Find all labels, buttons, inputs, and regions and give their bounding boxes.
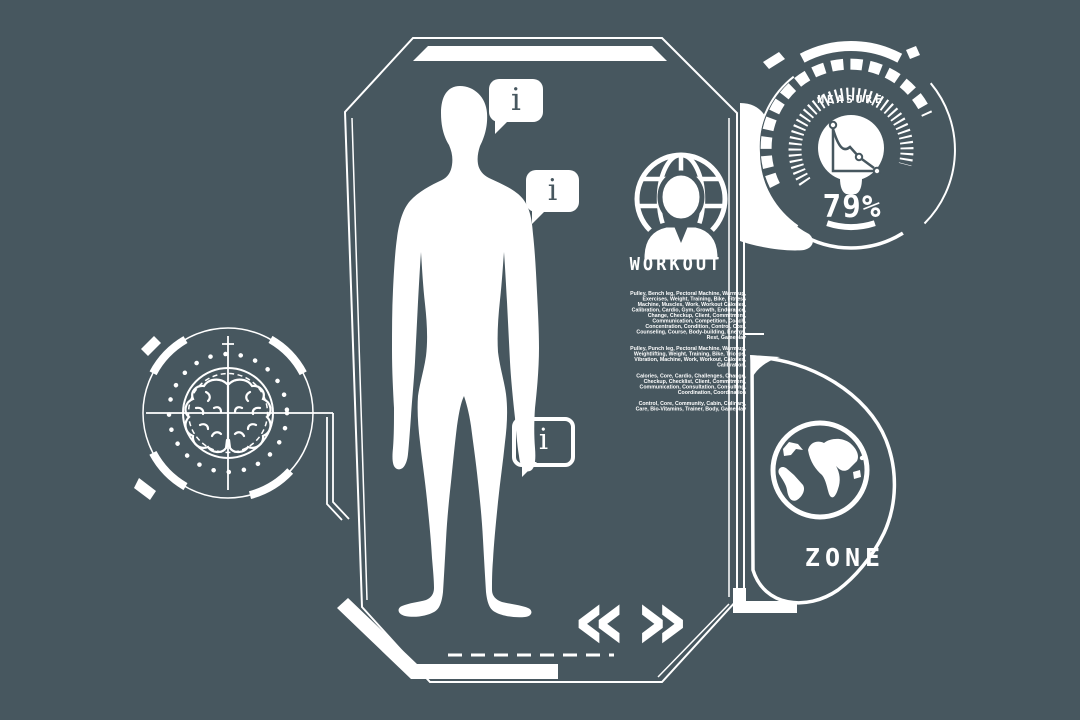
workout-title: WORKOUT (629, 254, 723, 276)
workout-person-bust (639, 222, 723, 265)
workout-paragraph-1: Pulley, Bench leg, Pectoral Machine, War… (630, 290, 746, 341)
brain-module[interactable] (134, 327, 350, 521)
panel-outline (343, 37, 738, 683)
info-marker-3-label: i (538, 422, 549, 456)
workout-description: Pulley, Bench leg, Pectoral Machine, War… (628, 291, 746, 418)
brain-left-tab-bottom (134, 478, 156, 500)
gauge-segment-ring (760, 58, 933, 188)
zone-label: ZONE (804, 543, 886, 572)
zone-bottom-bracket (733, 588, 797, 613)
panel-inner-bottom-right-line (657, 603, 730, 678)
brain-ring-tab-sw (149, 450, 188, 491)
gauge-tab-right (906, 46, 920, 59)
brain-connector-line (326, 413, 350, 521)
zone-panel[interactable] (733, 355, 897, 613)
main-panel-frame (337, 37, 764, 683)
workout-paragraph-4: Control, Core, Community, Cabin, Culinar… (635, 400, 746, 412)
brain-ring-tab-se (248, 468, 294, 499)
gauge-bottom-outer-arc (798, 231, 904, 250)
info-marker-2[interactable]: i (526, 170, 579, 224)
brain-left-tab-top (141, 336, 161, 356)
zone-corner-wedge (750, 355, 780, 378)
bulb-chart-icon (818, 115, 884, 194)
gauge-left-thin-arc (757, 75, 799, 228)
brain-ring-tab-ne (268, 335, 307, 376)
zone-leaf-outline (750, 355, 897, 605)
panel-bottom-band (337, 598, 558, 679)
body-silhouette[interactable] (392, 86, 539, 618)
next-button[interactable]: » (634, 570, 690, 670)
brain-ring-tab-nw (149, 336, 188, 376)
workout-person-head (657, 170, 705, 224)
brain-icon (184, 378, 272, 454)
workout-paragraph-3: Calories, Core, Cardio, Challenges, Chan… (636, 373, 746, 396)
earth-icon (770, 420, 870, 520)
gauge-tab-left (763, 52, 785, 69)
gauge-top-cap-arc (799, 41, 903, 63)
panel-inner-left-line (351, 117, 368, 601)
panel-top-bar (413, 46, 667, 61)
info-marker-2-label: i (547, 173, 558, 208)
measure-gauge[interactable] (740, 41, 956, 251)
previous-button[interactable]: « (572, 570, 628, 670)
gauge-bottom-inner-arc (826, 220, 876, 230)
measure-label: MEASURE (817, 93, 885, 106)
workout-person-globe-icon[interactable] (634, 152, 728, 265)
workout-person-collar (674, 226, 688, 243)
workout-paragraph-2: Pulley, Punch leg, Pectoral Machine, War… (630, 345, 746, 368)
gauge-tick-ring (788, 87, 914, 186)
info-marker-1[interactable]: i (489, 79, 543, 134)
measure-value: 79% (822, 189, 882, 225)
info-marker-1-label: i (511, 82, 521, 118)
info-marker-3[interactable]: i (512, 417, 575, 477)
gauge-right-thin-arc (923, 82, 956, 225)
